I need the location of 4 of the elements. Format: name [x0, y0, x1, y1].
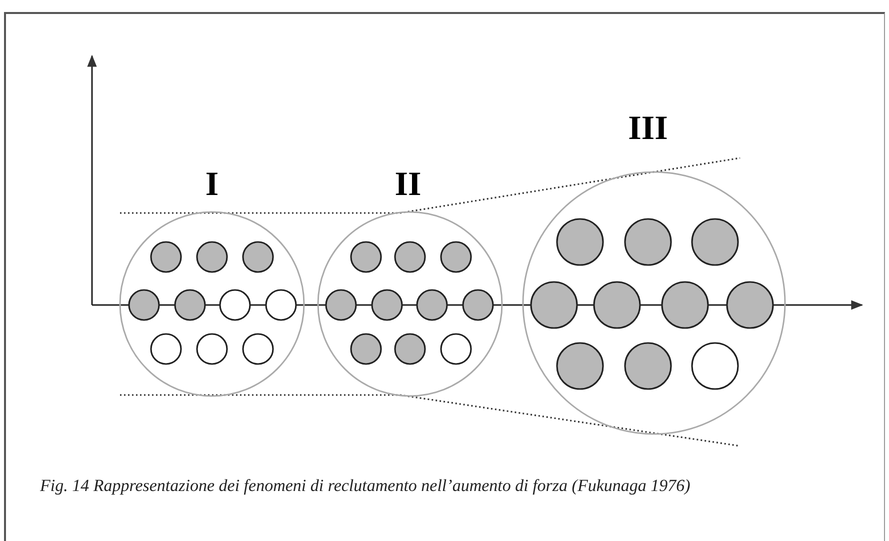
- stage-label: III: [628, 112, 668, 146]
- figure-caption: Fig. 14 Rappresentazione dei fenomeni di reclutamento nell’aumento di forza (Fukunaga 1976): [40, 476, 690, 496]
- stage-label: II: [394, 168, 422, 202]
- stage-label: I: [205, 168, 219, 202]
